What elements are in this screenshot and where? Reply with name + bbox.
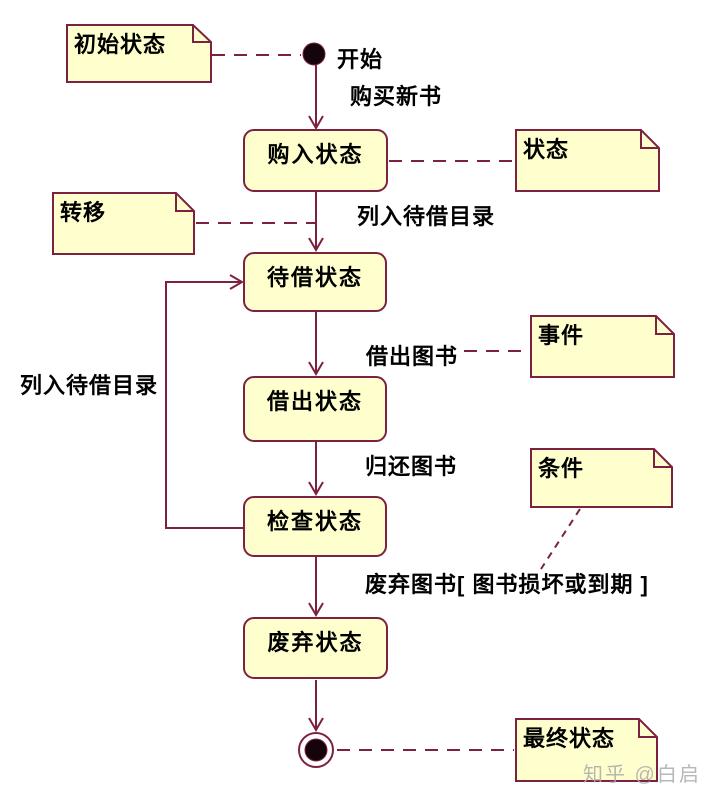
note-transition: 转移 (52, 192, 195, 255)
state-lent: 借出状态 (243, 376, 387, 442)
state-discarded-label: 废弃状态 (267, 630, 364, 655)
start-label: 开始 (337, 47, 384, 72)
transition-label-buy-new-book: 购买新书 (350, 84, 443, 109)
note-condition-label: 条件 (538, 456, 585, 481)
transition-label-list-in-catalog: 列入待借目录 (357, 204, 496, 229)
state-checking: 检查状态 (243, 496, 387, 557)
state-purchased: 购入状态 (243, 129, 388, 192)
edge-checking-to-waiting-loop (165, 274, 244, 529)
note-final-state-label: 最终状态 (523, 726, 616, 751)
final-state-icon (298, 732, 334, 768)
note-shape (66, 24, 212, 83)
note-shape (52, 192, 195, 255)
note-condition: 条件 (530, 448, 673, 508)
edge-checking-to-discarded (308, 557, 324, 617)
state-lent-label: 借出状态 (266, 389, 363, 414)
note-state-label: 状态 (523, 137, 570, 162)
edge-lent-to-checking (308, 442, 324, 496)
note-state: 状态 (515, 129, 660, 192)
note-initial-state-label: 初始状态 (74, 32, 167, 57)
edge-purchased-to-waiting (308, 192, 324, 252)
note-transition-label: 转移 (60, 200, 107, 225)
note-shape (530, 448, 673, 508)
note-event-label: 事件 (538, 323, 585, 348)
edge-waiting-to-lent (308, 312, 324, 376)
edge-discarded-to-final (308, 680, 324, 732)
state-checking-label: 检查状态 (266, 509, 363, 534)
transition-label-discard-book: 废弃图书[ 图书损坏或到期 ] (365, 572, 649, 597)
transition-label-relist-in-catalog: 列入待借目录 (20, 373, 159, 398)
start-state-icon (302, 42, 326, 66)
transition-label-lend-book: 借出图书 (366, 344, 459, 369)
note-initial-state: 初始状态 (66, 24, 212, 83)
anchor-condition-note (540, 508, 581, 570)
state-purchased-label: 购入状态 (267, 142, 364, 167)
note-final-state: 最终状态 (515, 718, 658, 782)
note-shape (530, 315, 675, 378)
edge-start-to-purchased (308, 65, 324, 130)
note-shape (515, 718, 658, 782)
note-event: 事件 (530, 315, 675, 378)
state-discarded: 废弃状态 (243, 617, 388, 679)
note-shape (515, 129, 660, 192)
transition-label-return-book: 归还图书 (365, 454, 458, 479)
state-waiting: 待借状态 (243, 252, 387, 312)
watermark: 知乎 @白启 (583, 764, 701, 786)
state-waiting-label: 待借状态 (266, 265, 363, 290)
